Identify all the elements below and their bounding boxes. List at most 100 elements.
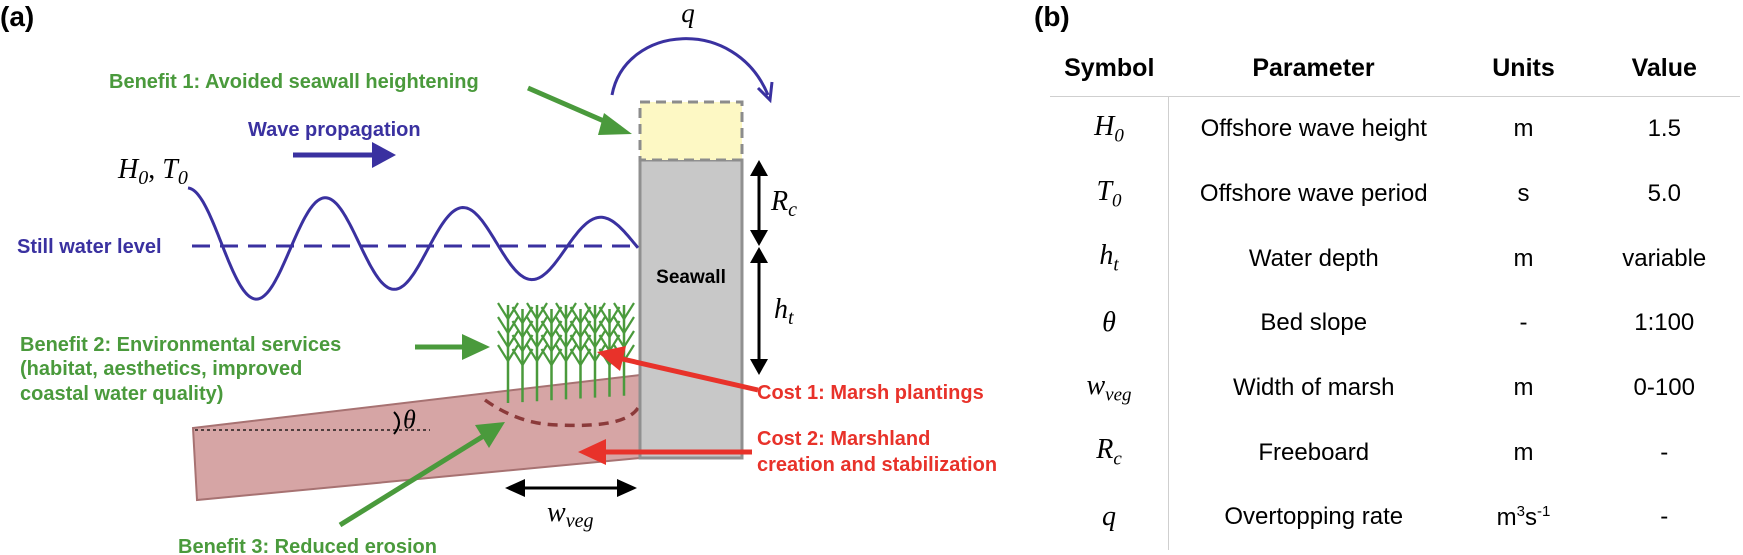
marsh-plant-leaf [507,344,519,362]
cell-value: variable [1622,244,1707,272]
marsh-plant-leaf [598,320,611,338]
benefit-1-label: Benefit 1: Avoided seawall heightening [109,71,479,93]
overtopping-symbol: q [681,0,695,28]
units-main: m [1513,115,1534,143]
marsh-plant-leaf [511,306,524,324]
marsh-width-symbol: w [547,497,566,528]
depth-arrow-bottom [750,359,768,375]
header-value: Value [1588,40,1740,97]
marsh-plant-leaf [565,316,577,334]
header-parameter: Parameter [1168,40,1459,97]
marsh-plant-leaf [565,344,577,362]
cell-parameter: Water depth [1248,244,1379,272]
benefit-2-arrowhead [462,334,490,360]
erosion-arc [483,398,640,428]
symbol-main: h [1099,240,1114,272]
cell-symbol: wveg [1050,355,1169,421]
slope-symbol: θ [403,405,416,434]
freeboard-symbol: R [770,186,788,217]
marsh-plant-leaf [526,330,538,348]
offshore-t: T [162,154,180,185]
slope-angle-arc [393,411,400,435]
offshore-conditions-label: H0, T0 [117,154,188,189]
marsh-plant-leaf [526,316,538,334]
panel-a-label: (a) [0,1,34,32]
depth-symbol: h [774,294,788,325]
units-main: s [1517,180,1530,208]
wave-propagation-label: Wave propagation [248,119,421,141]
cell-parameter: Offshore wave height [1200,115,1427,143]
marsh-plant-leaf [540,320,553,338]
cell-parameter: Width of marsh [1233,374,1395,402]
cell-parameter: Overtopping rate [1224,503,1404,531]
marsh-plant-leaf [555,344,567,362]
header-symbol: Symbol [1050,40,1169,97]
marsh-plant-leaf [555,302,567,320]
freeboard-arrow-top [750,160,768,176]
offshore-h: H [117,154,140,185]
marsh-width-arrow-left [505,479,525,497]
symbol-main: H [1094,111,1115,143]
cell-units: - [1459,291,1589,356]
header-units: Units [1458,40,1589,97]
symbol-main: T [1096,175,1113,207]
marsh-plants [497,302,635,403]
marsh-plant-leaf [584,330,596,348]
units-main: m [1513,244,1534,272]
marsh-plant-leaf [536,302,548,320]
still-water-level-label: Still water level [17,236,162,258]
cell-parameter: Offshore wave period [1199,180,1428,208]
marsh-width-arrow-right [617,479,637,497]
benefit-3-label: Benefit 3: Reduced erosion [178,536,437,555]
marsh-plant-leaf [507,316,519,334]
units-main: m [1513,438,1534,466]
benefit-2-line-3: coastal water quality) [20,383,223,405]
marsh-plant-leaf [540,348,553,366]
symbol-subscript: t [1113,255,1119,277]
marsh-plant-leaf [536,330,548,348]
offshore-h-sub: 0 [138,167,148,189]
cell-symbol: H0 [1050,96,1169,162]
units-main: m [1496,503,1517,531]
marsh-plant-leaf [511,320,524,338]
marsh-plant-leaf [497,302,509,320]
cell-parameter: Freeboard [1258,438,1370,466]
marsh-plant-leaf [569,320,582,338]
overtopping-arrowhead [756,81,774,104]
freeboard-sub: c [788,199,797,221]
freeboard-label: Rc [770,186,797,221]
marsh-plant-leaf [594,302,606,320]
cost-2-line-2: creation and stabilization [757,454,997,476]
marsh-plant-leaf [540,306,553,324]
marsh-plant-leaf [584,302,596,320]
marsh-plant-leaf [613,330,625,348]
marsh-plant-leaf [613,302,625,320]
marsh-plant-leaf [565,302,577,320]
marsh-plant-leaf [594,316,606,334]
cost-1-arrow-shaft [617,355,759,393]
marsh-plant-leaf [623,330,635,348]
benefit-2-line-1: Benefit 2: Environmental services [20,334,341,356]
benefit-1-arrowhead [598,113,632,135]
seawall-label: Seawall [656,267,726,288]
marsh-plant-leaf [565,330,577,348]
cell-units: m [1459,356,1589,421]
units-main: - [1519,309,1528,337]
marsh-plant-leaf [598,334,611,352]
marsh-plant-leaf [507,302,519,320]
freeboard-arrow-bottom [750,230,768,246]
cell-units: m [1459,226,1589,291]
cell-symbol: Rc [1050,420,1169,486]
cell-symbol: ht [1050,226,1169,292]
marsh-plant-leaf [511,334,524,352]
symbol-subscript: 0 [1112,190,1122,212]
cost-1-label: Cost 1: Marsh plantings [757,382,984,404]
marsh-plant-leaf [555,330,567,348]
symbol-main: θ [1102,307,1116,339]
